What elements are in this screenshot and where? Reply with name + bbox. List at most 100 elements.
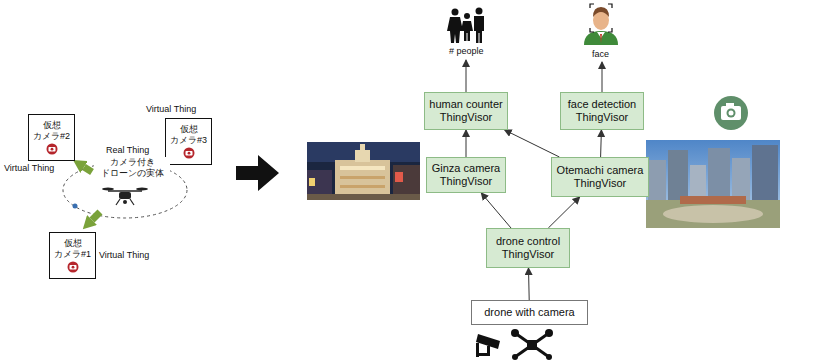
box-label: 仮想 カメラ#3 xyxy=(168,124,209,145)
people-icon xyxy=(447,8,484,44)
camera-icon xyxy=(183,147,194,158)
annotation-label: # people xyxy=(449,46,484,57)
annotation-label: Virtual Thing xyxy=(146,104,196,115)
people-icon xyxy=(474,16,484,43)
drone-icon xyxy=(527,340,537,350)
box-label: 仮想 カメラ#2 xyxy=(31,120,72,141)
camera-badge xyxy=(714,96,748,130)
camera-icon xyxy=(46,143,57,154)
connector-arrow xyxy=(600,130,602,157)
face-icon xyxy=(584,4,618,45)
otemachi-photo xyxy=(646,200,780,228)
annotation-label: face xyxy=(592,49,609,60)
face-icon xyxy=(600,34,602,43)
camera-icon xyxy=(50,148,53,151)
people-icon xyxy=(461,21,473,41)
ginza-photo xyxy=(309,178,315,186)
transform-arrow xyxy=(236,155,279,191)
otemachi-photo xyxy=(646,140,780,228)
drone-icon xyxy=(108,190,142,192)
thingvisor-box: Otemachi camera ThingVisor xyxy=(551,157,649,197)
box-label: drone with camera xyxy=(484,306,575,319)
thingvisor-box: Ginza camera ThingVisor xyxy=(426,157,506,193)
face-icon xyxy=(584,31,618,45)
drone-icon xyxy=(512,354,518,360)
otemachi-photo xyxy=(663,205,763,223)
face-icon xyxy=(590,4,612,32)
box-label: face detection ThingVisor xyxy=(564,98,640,124)
face-icon xyxy=(593,7,609,17)
camera-icon xyxy=(48,147,55,152)
camera-icon xyxy=(66,261,80,273)
box-label: human counter ThingVisor xyxy=(428,98,504,124)
ginza-photo xyxy=(395,172,403,182)
ginza-photo xyxy=(340,185,385,188)
drone-icon xyxy=(123,200,127,204)
connector-arrow xyxy=(505,130,560,157)
virtual-camera-box: 仮想 カメラ#1 xyxy=(49,232,96,279)
green-arrow xyxy=(92,212,100,220)
otemachi-photo xyxy=(752,145,778,205)
drone-icon xyxy=(119,192,131,199)
output-arrow xyxy=(466,60,467,92)
box-label: Ginza camera ThingVisor xyxy=(430,162,502,188)
camera-badge xyxy=(721,106,741,120)
green-arrow xyxy=(84,167,92,172)
camera-icon xyxy=(45,143,59,155)
connector-arrow xyxy=(481,193,511,228)
drone-icon xyxy=(515,333,549,357)
annotation-label: Virtual Thing xyxy=(4,163,54,174)
ginza-photo xyxy=(340,166,385,170)
box-label: Otemachi camera ThingVisor xyxy=(555,164,645,190)
annotation-label: Real Thing xyxy=(106,145,149,156)
people-icon xyxy=(476,8,483,15)
thingvisor-box: human counter ThingVisor xyxy=(424,92,508,130)
box-label: 仮想 カメラ#1 xyxy=(52,238,93,259)
thingvisor-box: face detection ThingVisor xyxy=(560,92,644,130)
camera-icon xyxy=(71,266,74,269)
people-icon xyxy=(447,17,463,43)
ginza-photo xyxy=(307,142,420,200)
camera-badge xyxy=(727,109,736,118)
orbit-point xyxy=(73,204,78,209)
drone-icon xyxy=(511,329,553,360)
otemachi-photo xyxy=(648,160,666,205)
drone-icon xyxy=(102,188,114,191)
people-icon xyxy=(464,13,470,19)
ginza-photo xyxy=(307,142,420,200)
ginza-photo xyxy=(355,150,370,162)
drone-icon xyxy=(511,329,519,337)
box-label: drone control ThingVisor xyxy=(490,235,566,261)
camera-badge xyxy=(714,96,748,130)
drone-icon xyxy=(546,354,552,360)
drone-icon xyxy=(545,329,553,337)
camera-icon xyxy=(185,151,192,156)
thingvisor-box: drone control ThingVisor xyxy=(486,228,570,268)
security-camera-icon xyxy=(487,346,490,354)
camera-badge xyxy=(729,111,734,116)
virtual-camera-box: 仮想 カメラ#3 xyxy=(165,118,212,165)
drone-icon xyxy=(116,199,120,205)
security-camera-icon xyxy=(476,334,500,357)
camera-icon xyxy=(187,152,190,155)
security-camera-icon xyxy=(476,353,490,356)
drone-icon xyxy=(136,188,148,191)
connector-arrow xyxy=(466,130,467,157)
otemachi-photo xyxy=(680,196,746,204)
connector-arrow xyxy=(528,268,530,300)
camera-icon xyxy=(182,147,196,159)
ginza-photo xyxy=(360,144,365,151)
output-arrow xyxy=(602,62,603,92)
people-icon xyxy=(452,9,459,16)
connector-arrow xyxy=(548,197,579,228)
camera-icon xyxy=(69,265,76,270)
otemachi-photo xyxy=(646,140,780,228)
ginza-photo xyxy=(340,176,385,179)
virtual-camera-box: 仮想 カメラ#2 xyxy=(28,114,75,161)
annotation-label: Virtual Thing xyxy=(99,250,149,261)
drone-icon xyxy=(102,188,148,206)
device-box: drone with camera xyxy=(471,300,588,325)
